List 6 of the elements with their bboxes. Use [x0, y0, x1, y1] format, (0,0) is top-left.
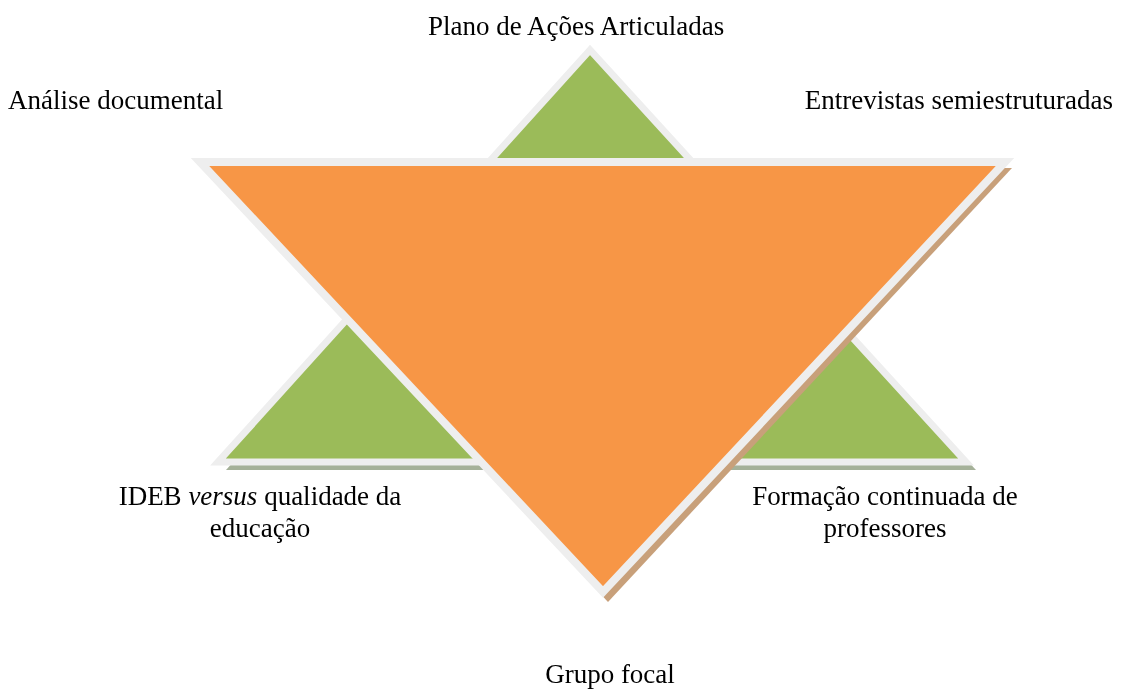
vertex-label: IDEB versus qualidade da educação [117, 480, 403, 544]
vertex-label: Formação continuada de professores [751, 480, 1019, 544]
vertex-label: Entrevistas semiestruturadas [803, 84, 1113, 116]
vertex-label: Grupo focal [544, 658, 676, 690]
vertex-label: Análise documental [8, 84, 225, 116]
vertex-label: Plano de Ações Articuladas [428, 10, 726, 42]
